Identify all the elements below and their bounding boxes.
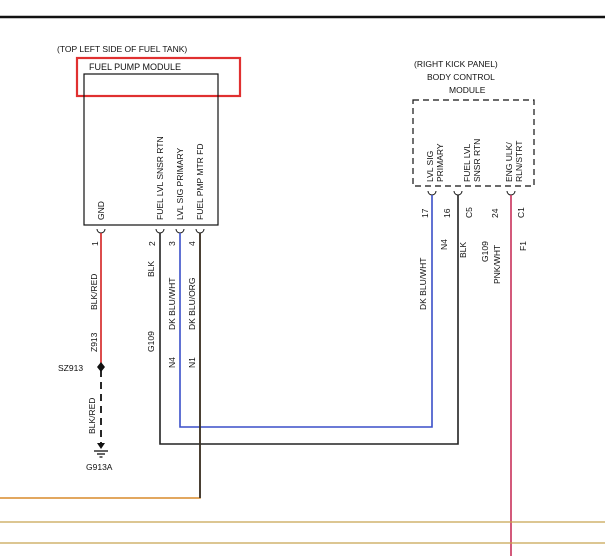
wire-label-blk-red-upper: BLK/RED — [89, 274, 99, 310]
fpm-location-label: (TOP LEFT SIDE OF FUEL TANK) — [57, 44, 187, 54]
fpm-pin-label-lvl-sig-primary: LVL SIG PRIMARY — [175, 148, 185, 220]
wire-label-n1: N1 — [187, 357, 197, 368]
wire-label-g109: G109 — [146, 331, 156, 352]
bcm-title-line2: MODULE — [449, 85, 486, 95]
connector-cup-pin4 — [195, 228, 205, 234]
fpm-pin-num-3: 3 — [167, 241, 177, 246]
bcm-wire-color-pnk-wht: PNK/WHT — [492, 245, 502, 284]
bcm-location-label: (RIGHT KICK PANEL) — [414, 59, 498, 69]
wire-dk-blu-wht-n4 — [179, 195, 433, 428]
bcm-wire-color-dk-blu-wht: DK BLU/WHT — [418, 258, 428, 310]
connector-cup-pin3 — [175, 228, 185, 234]
bcm-pin-num-16: 16 — [442, 208, 452, 218]
bcm-pin-label-primary: PRIMARY — [435, 143, 445, 182]
wire-label-dk-blu-org: DK BLU/ORG — [187, 278, 197, 330]
bcm-title-line1: BODY CONTROL — [427, 72, 495, 82]
bcm-pin-label-lvl-sig: LVL SIG — [425, 151, 435, 182]
bcm-pin-label-snsr-rtn: SNSR RTN — [472, 139, 482, 182]
wire-blk-g109 — [159, 195, 459, 445]
ground-g913a-label: G913A — [86, 462, 113, 472]
bcm-pin-label-fuel-lvl: FUEL LVL — [462, 143, 472, 182]
ground-g913a-marker — [97, 443, 105, 449]
fuel-pump-module-box — [83, 73, 219, 226]
connector-cup-pin1 — [96, 228, 106, 234]
body-control-module-box — [412, 99, 535, 187]
fpm-pin-num-1: 1 — [90, 241, 100, 246]
bcm-wire-color-blk: BLK — [458, 242, 468, 258]
bcm-connector-c1: C1 — [516, 207, 526, 218]
bcm-pin-label-eng-ulk: ENG ULK/ — [504, 142, 514, 182]
fpm-pin-label-gnd: GND — [96, 201, 106, 220]
bcm-pin-label-rln-strt: RLN/STRT — [514, 141, 524, 182]
wire-label-blk-red-lower: BLK/RED — [87, 398, 97, 434]
connector-cup-bcm-16 — [453, 190, 463, 196]
splice-sz913-marker — [97, 362, 105, 372]
bcm-pin-num-17: 17 — [420, 208, 430, 218]
wire-label-dk-blu-wht: DK BLU/WHT — [167, 278, 177, 330]
bcm-wire-splice-g109: G109 — [480, 241, 490, 262]
fpm-pin-label-fuel-lvl-snsr-rtn: FUEL LVL SNSR RTN — [155, 136, 165, 220]
wire-label-z913: Z913 — [89, 332, 99, 352]
highlight-box — [75, 56, 242, 98]
splice-sz913-label: SZ913 — [58, 363, 83, 373]
bcm-connector-c5: C5 — [464, 207, 474, 218]
bcm-wire-circuit-n4: N4 — [439, 239, 449, 250]
wire-label-blk: BLK — [146, 261, 156, 277]
connector-cup-pin2 — [155, 228, 165, 234]
wire-label-n4: N4 — [167, 357, 177, 368]
bcm-pin-num-24: 24 — [490, 208, 500, 218]
fpm-title: FUEL PUMP MODULE — [89, 62, 181, 72]
fpm-pin-num-4: 4 — [187, 241, 197, 246]
connector-cup-bcm-17 — [427, 190, 437, 196]
fpm-pin-label-fuel-pmp-mtr-fd: FUEL PMP MTR FD — [195, 143, 205, 220]
connector-cup-bcm-24 — [506, 190, 516, 196]
bcm-wire-circuit-f1: F1 — [518, 241, 528, 251]
fpm-pin-num-2: 2 — [147, 241, 157, 246]
